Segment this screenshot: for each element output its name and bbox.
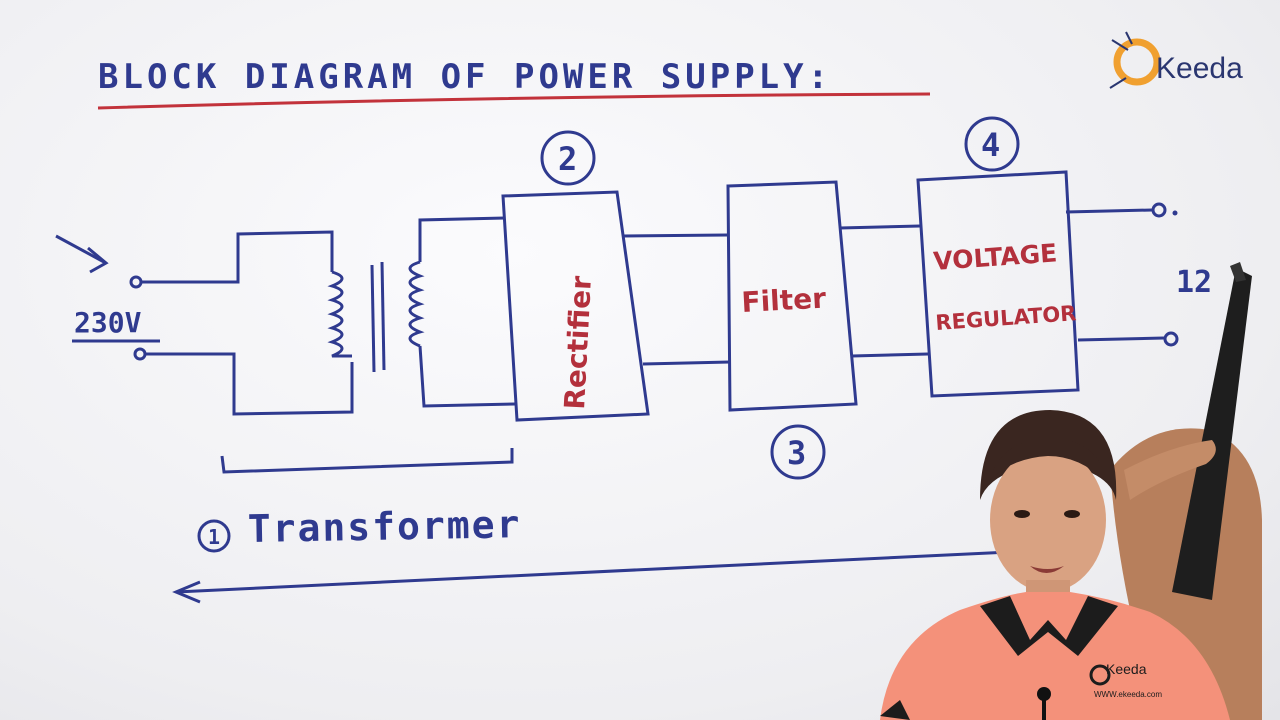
wire-rect-filter-top [622, 233, 728, 238]
output-terminal-bottom [1163, 331, 1179, 347]
regulator-label-line2: REGULATOR [935, 301, 1077, 335]
output-wire-bottom [1077, 336, 1165, 342]
output-voltage-label: 12 [1176, 265, 1212, 300]
svg-text:4: 4 [981, 126, 1000, 164]
presenter: Keeda WWW.ekeeda.com [880, 262, 1262, 720]
svg-text:1: 1 [208, 525, 220, 549]
input-terminal-bottom [133, 347, 147, 361]
transformer-primary [141, 230, 354, 416]
step-2-badge: 2 [540, 130, 596, 186]
step-3-badge: 3 [770, 424, 826, 480]
step-4-badge: 4 [964, 116, 1020, 172]
shirt-collar [980, 596, 1118, 656]
shirt-logo-url: WWW.ekeeda.com [1094, 690, 1162, 699]
input-arrow-icon [55, 234, 109, 274]
wire-filter-reg-top [839, 224, 921, 230]
logo-ring-icon [1113, 38, 1161, 86]
presenter-shirt [880, 592, 1230, 720]
output-wire-top [1065, 208, 1153, 214]
voltage-regulator-block [916, 170, 1080, 398]
shirt-logo-text: Keeda [1106, 661, 1147, 677]
filter-label: Filter [741, 282, 827, 319]
regulator-label-line1: VOLTAGE [932, 238, 1058, 276]
svg-text:3: 3 [787, 434, 806, 472]
presenter-face [990, 448, 1106, 592]
ekeeda-logo: Keeda [1109, 31, 1243, 89]
page-title: BLOCK DIAGRAM OF POWER SUPPLY: [98, 57, 832, 97]
output-terminal-top [1151, 202, 1167, 218]
filter-block [726, 180, 858, 412]
flow-arrow-left-icon [172, 550, 1011, 604]
transformer-secondary [408, 216, 516, 408]
input-terminal-top [129, 275, 143, 289]
title-underline [97, 92, 931, 110]
logo-text: Keeda [1156, 52, 1243, 85]
transformer-bracket [220, 448, 514, 474]
transformer-core [370, 261, 386, 373]
shirt-logo-icon [1089, 664, 1111, 686]
wire-filter-reg-bottom [851, 352, 929, 358]
transformer-label: Transformer [247, 502, 521, 551]
step-1-badge: 1 [197, 519, 231, 553]
svg-text:2: 2 [558, 140, 577, 178]
microphone-icon [1037, 687, 1051, 701]
rectifier-label: Rectifier [558, 275, 598, 410]
input-voltage-label: 230V [74, 306, 142, 339]
wire-rect-filter-bottom [642, 360, 731, 366]
rectifier-block [501, 190, 650, 422]
